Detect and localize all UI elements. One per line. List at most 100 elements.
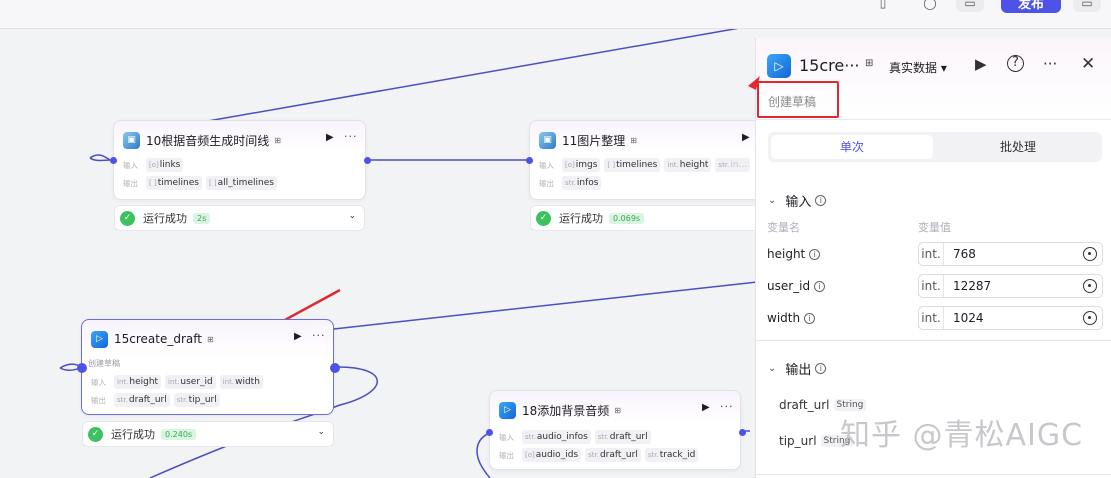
more-options-button[interactable]: ··· <box>1043 55 1058 73</box>
tab-single[interactable]: 单次 <box>771 135 933 159</box>
capcut-plugin-icon: ▷ <box>499 401 516 419</box>
capcut-plugin-icon: ▷ <box>767 54 791 78</box>
plugin-badge-icon: ⊞ <box>206 334 214 344</box>
input-tag: [ ]timelines <box>604 158 661 172</box>
user-id-field[interactable]: int. 12287 <box>918 274 1103 298</box>
output-tag: [ ]timelines <box>146 176 202 190</box>
node-10-status[interactable]: ✓ 运行成功 2s ⌄ <box>114 205 365 231</box>
output-row: 输出 str.draft_url str.tip_url <box>91 393 220 407</box>
info-icon: i <box>809 248 821 260</box>
run-node-button[interactable]: ▶ <box>326 132 334 143</box>
info-icon: i <box>814 280 826 292</box>
output-tag: str.draft_url <box>585 448 641 462</box>
workflow-canvas[interactable]: ▣ 10根据音频生成时间线 ⊞ ▶ ··· 输入 [o]links 输出 [ ]… <box>0 29 755 478</box>
output-tag: [o]audio_ids <box>522 448 582 462</box>
output-port[interactable] <box>330 363 340 373</box>
section-divider <box>756 474 1111 475</box>
variable-reference-icon[interactable] <box>1083 311 1097 325</box>
output-section-toggle[interactable]: ⌄ 输出 i <box>768 359 827 378</box>
variable-reference-icon[interactable] <box>1083 279 1097 293</box>
output-tag: str.infos <box>562 176 602 190</box>
input-row: 输入 str.audio_infos str.draft_url <box>499 430 651 444</box>
success-check-icon: ✓ <box>536 210 551 226</box>
annotation-arrow-tip <box>748 76 760 90</box>
node-header: ▷ 15create_draft ⊞ <box>91 330 324 348</box>
info-icon: i <box>815 195 827 206</box>
plugin-badge-icon: ⊞ <box>865 58 874 69</box>
variable-reference-icon[interactable] <box>1083 247 1097 261</box>
plugin-badge-icon: ⊞ <box>630 135 637 145</box>
height-field[interactable]: int. 768 <box>918 242 1103 266</box>
more-options-button[interactable]: ··· <box>720 400 734 413</box>
chevron-down-icon: ⌄ <box>768 195 777 206</box>
share-icon[interactable]: ▭ <box>1073 0 1101 12</box>
output-port[interactable] <box>739 429 746 436</box>
output-tag: str.draft_url <box>114 393 170 407</box>
input-tag: str.audio_infos <box>522 430 591 444</box>
node-header: ▣ 11图片整理 ⊞ <box>539 131 755 149</box>
history-icon[interactable]: ◯ <box>923 0 937 10</box>
node-title: 10根据音频生成时间线 <box>146 133 270 148</box>
input-port[interactable] <box>110 157 117 164</box>
node-11[interactable]: ▣ 11图片整理 ⊞ ▶ 输入 [o]imgs [ ]timelines int… <box>526 120 755 200</box>
run-node-button[interactable]: ▶ <box>702 402 710 413</box>
run-node-button[interactable]: ▶ <box>742 132 750 143</box>
more-options-button[interactable]: ··· <box>312 329 326 342</box>
column-header-name: 变量名 <box>767 221 800 234</box>
input-port[interactable] <box>77 363 87 373</box>
panel-title: 15cre··· <box>799 56 860 75</box>
node-header: ▷ 18添加背景音频 ⊞ <box>499 401 731 419</box>
output-row: 输出 [o]audio_ids str.draft_url str.track_… <box>499 448 699 462</box>
input-row: 输入 int.height int.user_id int.width <box>91 375 263 389</box>
node-18[interactable]: ▷ 18添加背景音频 ⊞ ▶ ··· 输入 str.audio_infos st… <box>486 390 746 470</box>
output-var-tip-url: tip_url String <box>779 434 854 448</box>
column-header-value: 变量值 <box>918 221 951 234</box>
input-tag: int.height <box>664 158 712 172</box>
node-11-status[interactable]: ✓ 运行成功 0.069s <box>530 205 755 231</box>
node-title: 18添加背景音频 <box>522 403 610 418</box>
comment-icon[interactable]: ▭ <box>956 0 984 12</box>
node-detail-panel: ▷ 15cre··· ⊞ 真实数据 ▾ ▶ ? ··· ✕ 创建草稿 单次 批处… <box>755 38 1111 478</box>
run-node-button[interactable]: ▶ <box>294 331 302 342</box>
output-row: 输出 str.infos <box>539 176 602 190</box>
plugin-badge-icon: ⊞ <box>614 405 621 415</box>
input-row: 输入 [o]imgs [ ]timelines int.height str.i… <box>539 158 751 172</box>
output-var-draft-url: draft_url String <box>779 398 867 412</box>
chevron-down-icon[interactable]: ⌄ <box>348 211 356 221</box>
input-port[interactable] <box>526 157 533 164</box>
help-icon[interactable]: ? <box>1007 55 1024 72</box>
chevron-down-icon: ⌄ <box>768 363 777 374</box>
input-tag: str.draft_url <box>594 430 651 444</box>
chevron-down-icon[interactable]: ⌄ <box>317 427 325 437</box>
node-header: ▣ 10根据音频生成时间线 ⊞ <box>123 131 356 149</box>
node-15-create-draft[interactable]: ▷ 15create_draft ⊞ ▶ ··· 创建草稿 输入 int.hei… <box>77 319 340 415</box>
input-tag: int.width <box>219 375 263 389</box>
info-icon: i <box>815 363 827 374</box>
publish-button[interactable]: 发布 <box>1001 0 1061 13</box>
dataset-dropdown[interactable]: 真实数据 ▾ <box>889 61 947 75</box>
width-field[interactable]: int. 1024 <box>918 306 1103 330</box>
node-15-status[interactable]: ✓ 运行成功 0.240s ⌄ <box>82 421 334 447</box>
input-tag: [o]links <box>146 158 184 172</box>
run-button[interactable]: ▶ <box>975 55 987 73</box>
plugin-badge-icon: ⊞ <box>274 135 281 145</box>
run-mode-tabs: 单次 批处理 <box>768 132 1102 162</box>
input-port[interactable] <box>486 429 493 436</box>
panel-header: ▷ 15cre··· ⊞ 真实数据 ▾ ▶ ? ··· ✕ 创建草稿 <box>756 38 1111 120</box>
panel-description: 创建草稿 <box>768 95 817 109</box>
input-section-toggle[interactable]: ⌄ 输入 i <box>768 191 827 210</box>
info-icon: i <box>804 312 816 324</box>
input-tag: str.in... <box>715 158 751 172</box>
tab-batch[interactable]: 批处理 <box>999 140 1036 154</box>
more-options-button[interactable]: ··· <box>344 130 358 143</box>
output-port[interactable] <box>364 157 371 164</box>
phone-icon[interactable]: ▯ <box>879 0 887 10</box>
close-icon[interactable]: ✕ <box>1081 54 1096 74</box>
node-10[interactable]: ▣ 10根据音频生成时间线 ⊞ ▶ ··· 输入 [o]links 输出 [ ]… <box>110 120 371 200</box>
output-tag: [ ]all_timelines <box>205 176 277 190</box>
node-description: 创建草稿 <box>88 359 120 368</box>
output-tag: str.tip_url <box>173 393 220 407</box>
